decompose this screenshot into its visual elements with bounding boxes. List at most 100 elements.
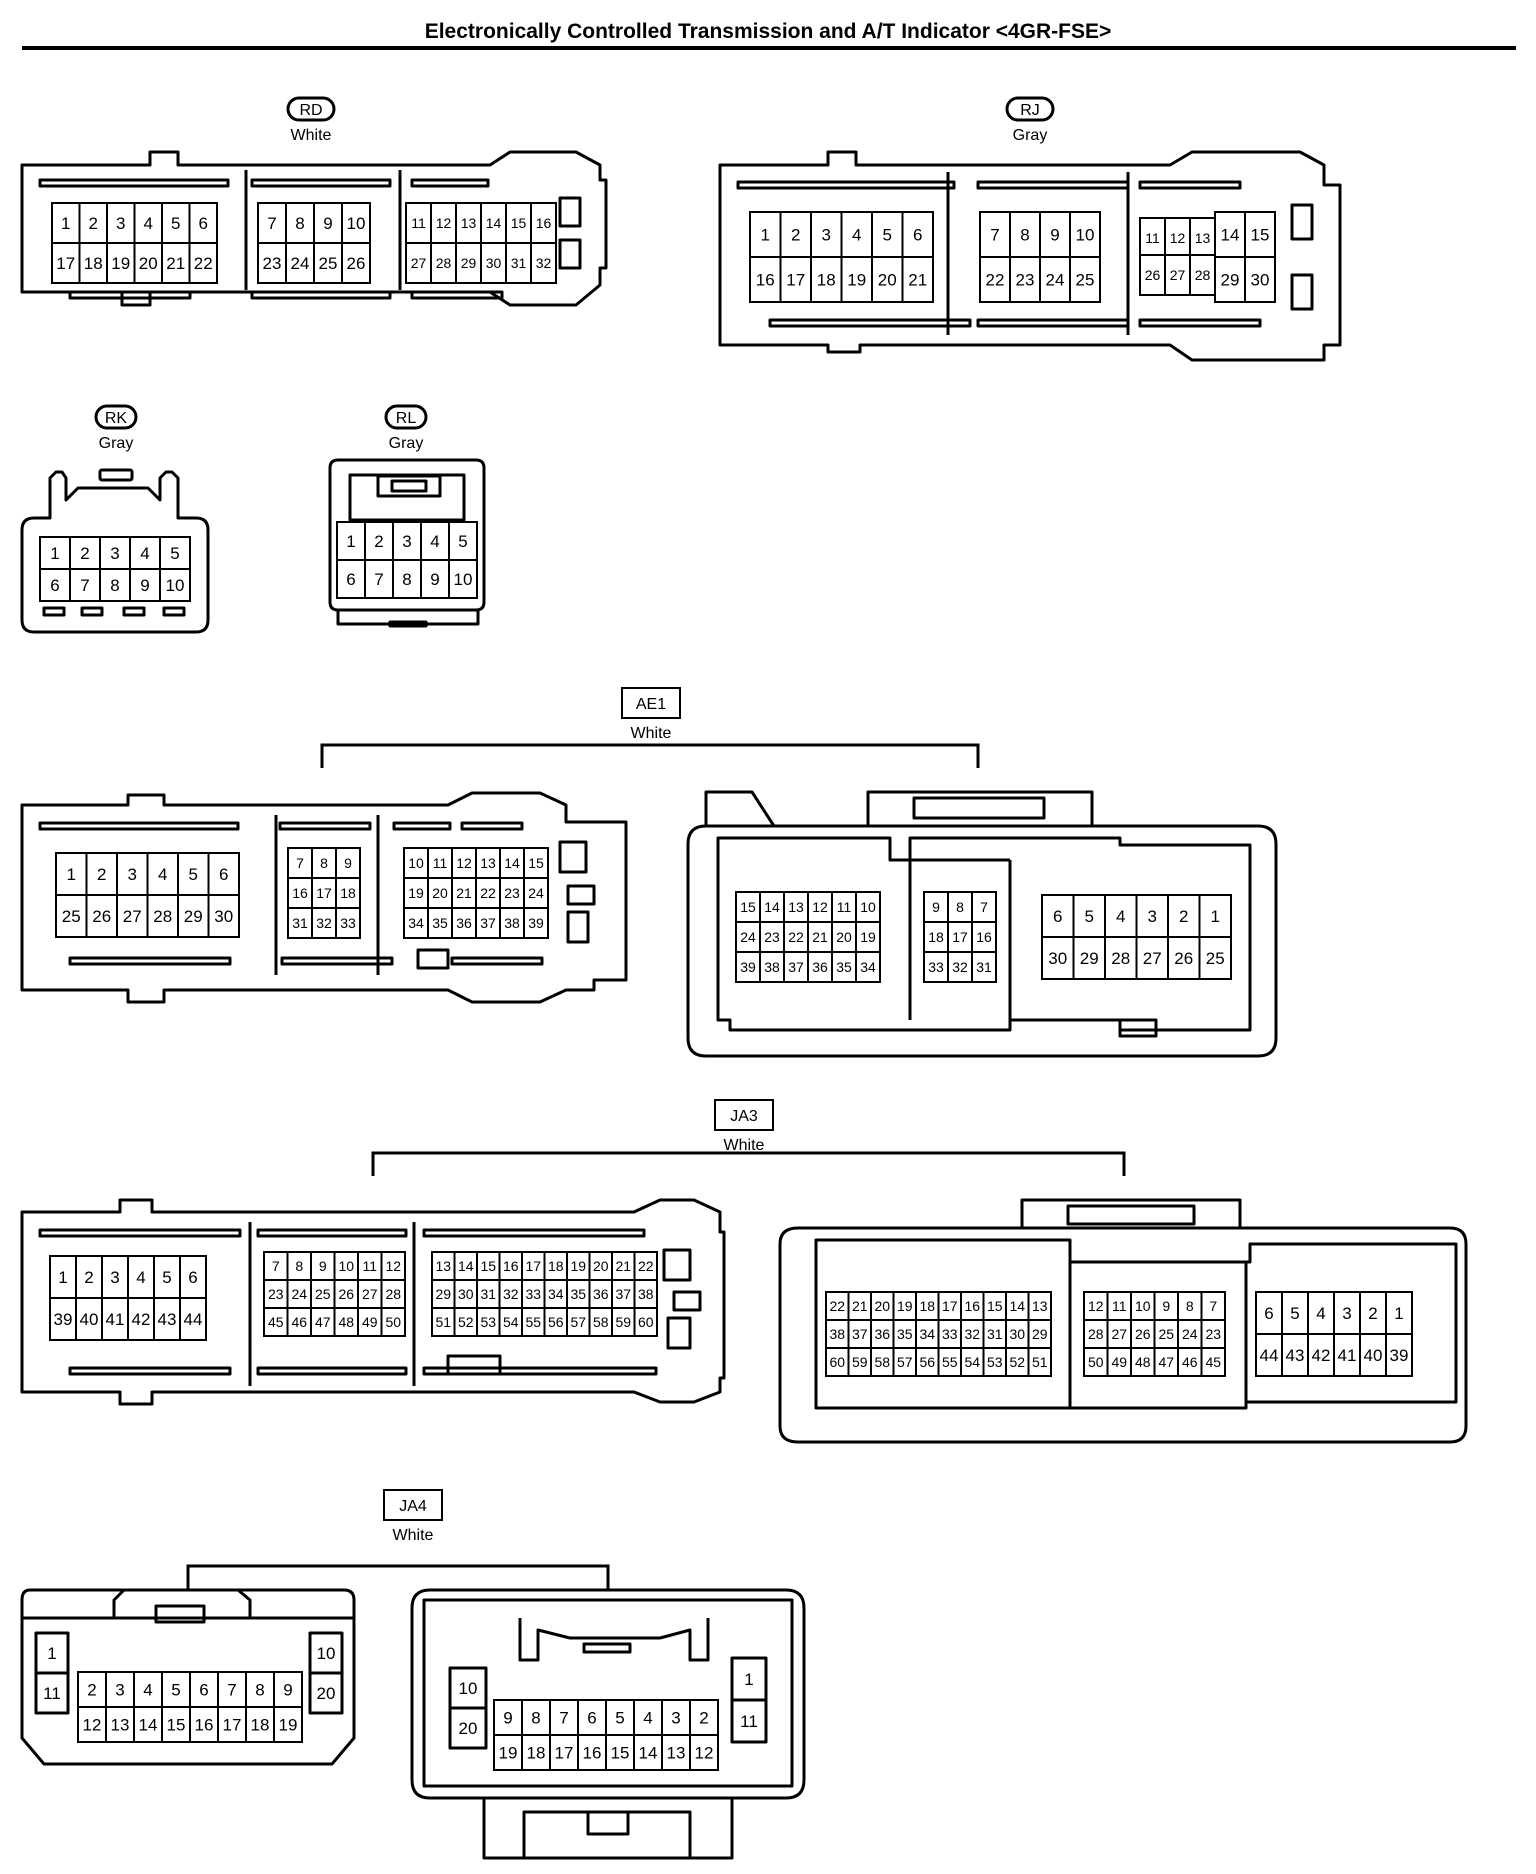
pin-number: 22 (829, 1298, 845, 1314)
pin-number: 33 (942, 1326, 958, 1342)
pin-number: 35 (897, 1326, 913, 1342)
pin-cell: 54 (498, 1307, 523, 1337)
pin-number: 9 (430, 570, 439, 589)
pin-cell: 2 (77, 1671, 107, 1708)
housing-part (98, 468, 134, 482)
pin-number: 15 (611, 1744, 630, 1763)
pin-cell: 22 (825, 1291, 850, 1321)
pin-cell: 7 (257, 202, 287, 244)
pin-number: 9 (323, 214, 332, 233)
pin-cell: 10 (403, 847, 429, 879)
pin-number: 36 (812, 959, 828, 975)
pin-box (403, 847, 429, 879)
pin-number: 21 (852, 1298, 868, 1314)
pin-number: 13 (1195, 230, 1211, 246)
pin-cell: 1 (39, 536, 71, 570)
pin-cell: 1 (49, 1255, 77, 1299)
pin-cell: 43 (1281, 1333, 1309, 1377)
pin-number: 25 (1076, 271, 1095, 290)
pin-cell: 12 (77, 1706, 107, 1743)
pin-number: 47 (1158, 1354, 1174, 1370)
pin-cell: 12 (689, 1734, 719, 1771)
housing-part (68, 290, 192, 300)
pin-cell: 9 (273, 1671, 303, 1708)
connector-code: JA4 (399, 1498, 427, 1515)
pin-box (75, 1297, 103, 1341)
housing-part (446, 1354, 502, 1376)
pin-number: 6 (199, 214, 208, 233)
pin-number: 2 (87, 1681, 96, 1700)
pin-number: 10 (166, 576, 185, 595)
pin-number: 7 (296, 855, 304, 871)
pin-number: 10 (454, 570, 473, 589)
pin-number: 18 (340, 885, 356, 901)
housing-outline (686, 824, 1278, 1058)
pin-number: 4 (1316, 1304, 1325, 1323)
pin-cell: 5 (871, 211, 904, 258)
housing-part (38, 178, 230, 188)
pin-cell: 18 (521, 1734, 551, 1771)
pin-number: 16 (195, 1716, 214, 1735)
pin-number: 17 (56, 254, 75, 273)
pin-cell: 5 (605, 1699, 635, 1736)
pin-number: 3 (402, 532, 411, 551)
pin-number: 42 (132, 1310, 151, 1329)
pin-cell: 45 (1200, 1347, 1226, 1377)
pin-number: 47 (315, 1314, 331, 1330)
pin-number: 6 (50, 576, 59, 595)
pin-cell: 32 (947, 951, 973, 983)
pin-number: 14 (639, 1744, 658, 1763)
pin-number: 22 (480, 885, 496, 901)
pin-box (1139, 254, 1166, 296)
pin-number: 11 (362, 1258, 377, 1274)
pin-cell: 58 (870, 1347, 895, 1377)
pin-number: 3 (110, 1268, 119, 1287)
pin-number: 3 (110, 544, 119, 563)
pin-number: 34 (408, 915, 424, 931)
pin-number: 25 (1206, 949, 1225, 968)
pin-box (1167, 894, 1201, 938)
pin-number: 10 (860, 899, 876, 915)
pin-box (392, 559, 422, 599)
pin-cell: 13 (455, 202, 482, 244)
pin-box (521, 1734, 551, 1771)
pin-cell: 35 (566, 1279, 591, 1309)
pin-number: 59 (615, 1314, 631, 1330)
pin-box (1041, 936, 1075, 980)
housing-part (422, 1228, 646, 1238)
pin-cell: 12 (1083, 1291, 1109, 1321)
pin-number: 14 (764, 899, 780, 915)
pin-cell: 40 (75, 1297, 103, 1341)
pin-number: 52 (1009, 1354, 1025, 1370)
pin-cell: 45 (263, 1307, 289, 1337)
pin-cell: 16 (577, 1734, 607, 1771)
pin-cell: 9 (313, 202, 343, 244)
pin-number: 10 (347, 214, 366, 233)
pin-cell: 37 (475, 907, 501, 939)
pin-number: 17 (952, 929, 968, 945)
pin-cell: 11 (427, 847, 453, 879)
pin-number: 22 (788, 929, 804, 945)
pin-cell: 12 (807, 891, 833, 923)
pin-box (1164, 217, 1191, 259)
housing-part (38, 821, 240, 831)
pin-box (1069, 256, 1101, 303)
pin-number: 39 (54, 1310, 73, 1329)
pin-number: 32 (536, 255, 552, 271)
pin-cell: 16 (971, 921, 997, 953)
pin-cell: 19 (403, 877, 429, 909)
pin-cell: 19 (840, 256, 873, 303)
pin-cell: 7 (263, 1251, 289, 1281)
pin-number: 4 (144, 214, 153, 233)
pin-number: 56 (919, 1354, 935, 1370)
pin-cell: 11 (1139, 217, 1166, 259)
pin-cell: 60 (825, 1347, 850, 1377)
pin-box (855, 891, 881, 923)
pin-box (245, 1706, 275, 1743)
pin-cell: 37 (783, 951, 809, 983)
housing-part (1138, 180, 1242, 190)
pin-number: 29 (1221, 271, 1240, 290)
connector-color: Gray (389, 435, 424, 452)
pin-number: 9 (503, 1709, 512, 1728)
